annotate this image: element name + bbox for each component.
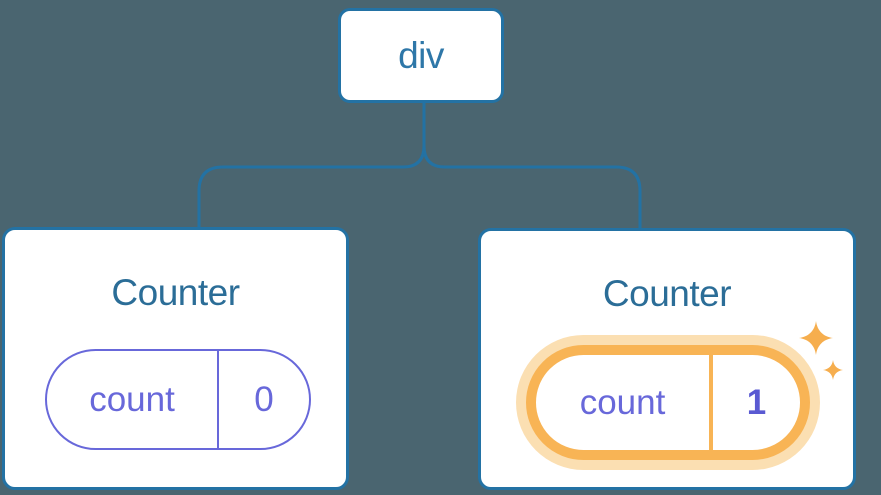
state-key-left: count <box>47 351 219 448</box>
state-value-right: 1 <box>746 382 767 422</box>
counter-card-right: Counter count 1 <box>478 228 856 490</box>
counter-card-right-title: Counter <box>602 273 732 314</box>
state-key-right: count <box>536 355 713 450</box>
counter-card-left-title: Counter <box>111 272 240 313</box>
state-value-left: 0 <box>254 379 274 419</box>
state-pill-left: count 0 <box>45 349 311 450</box>
state-pill-right-highlighted: count 1 <box>526 345 810 460</box>
root-node-label: div <box>398 34 444 76</box>
counter-card-left: Counter count 0 <box>2 227 349 490</box>
root-node-div: div <box>338 8 504 103</box>
